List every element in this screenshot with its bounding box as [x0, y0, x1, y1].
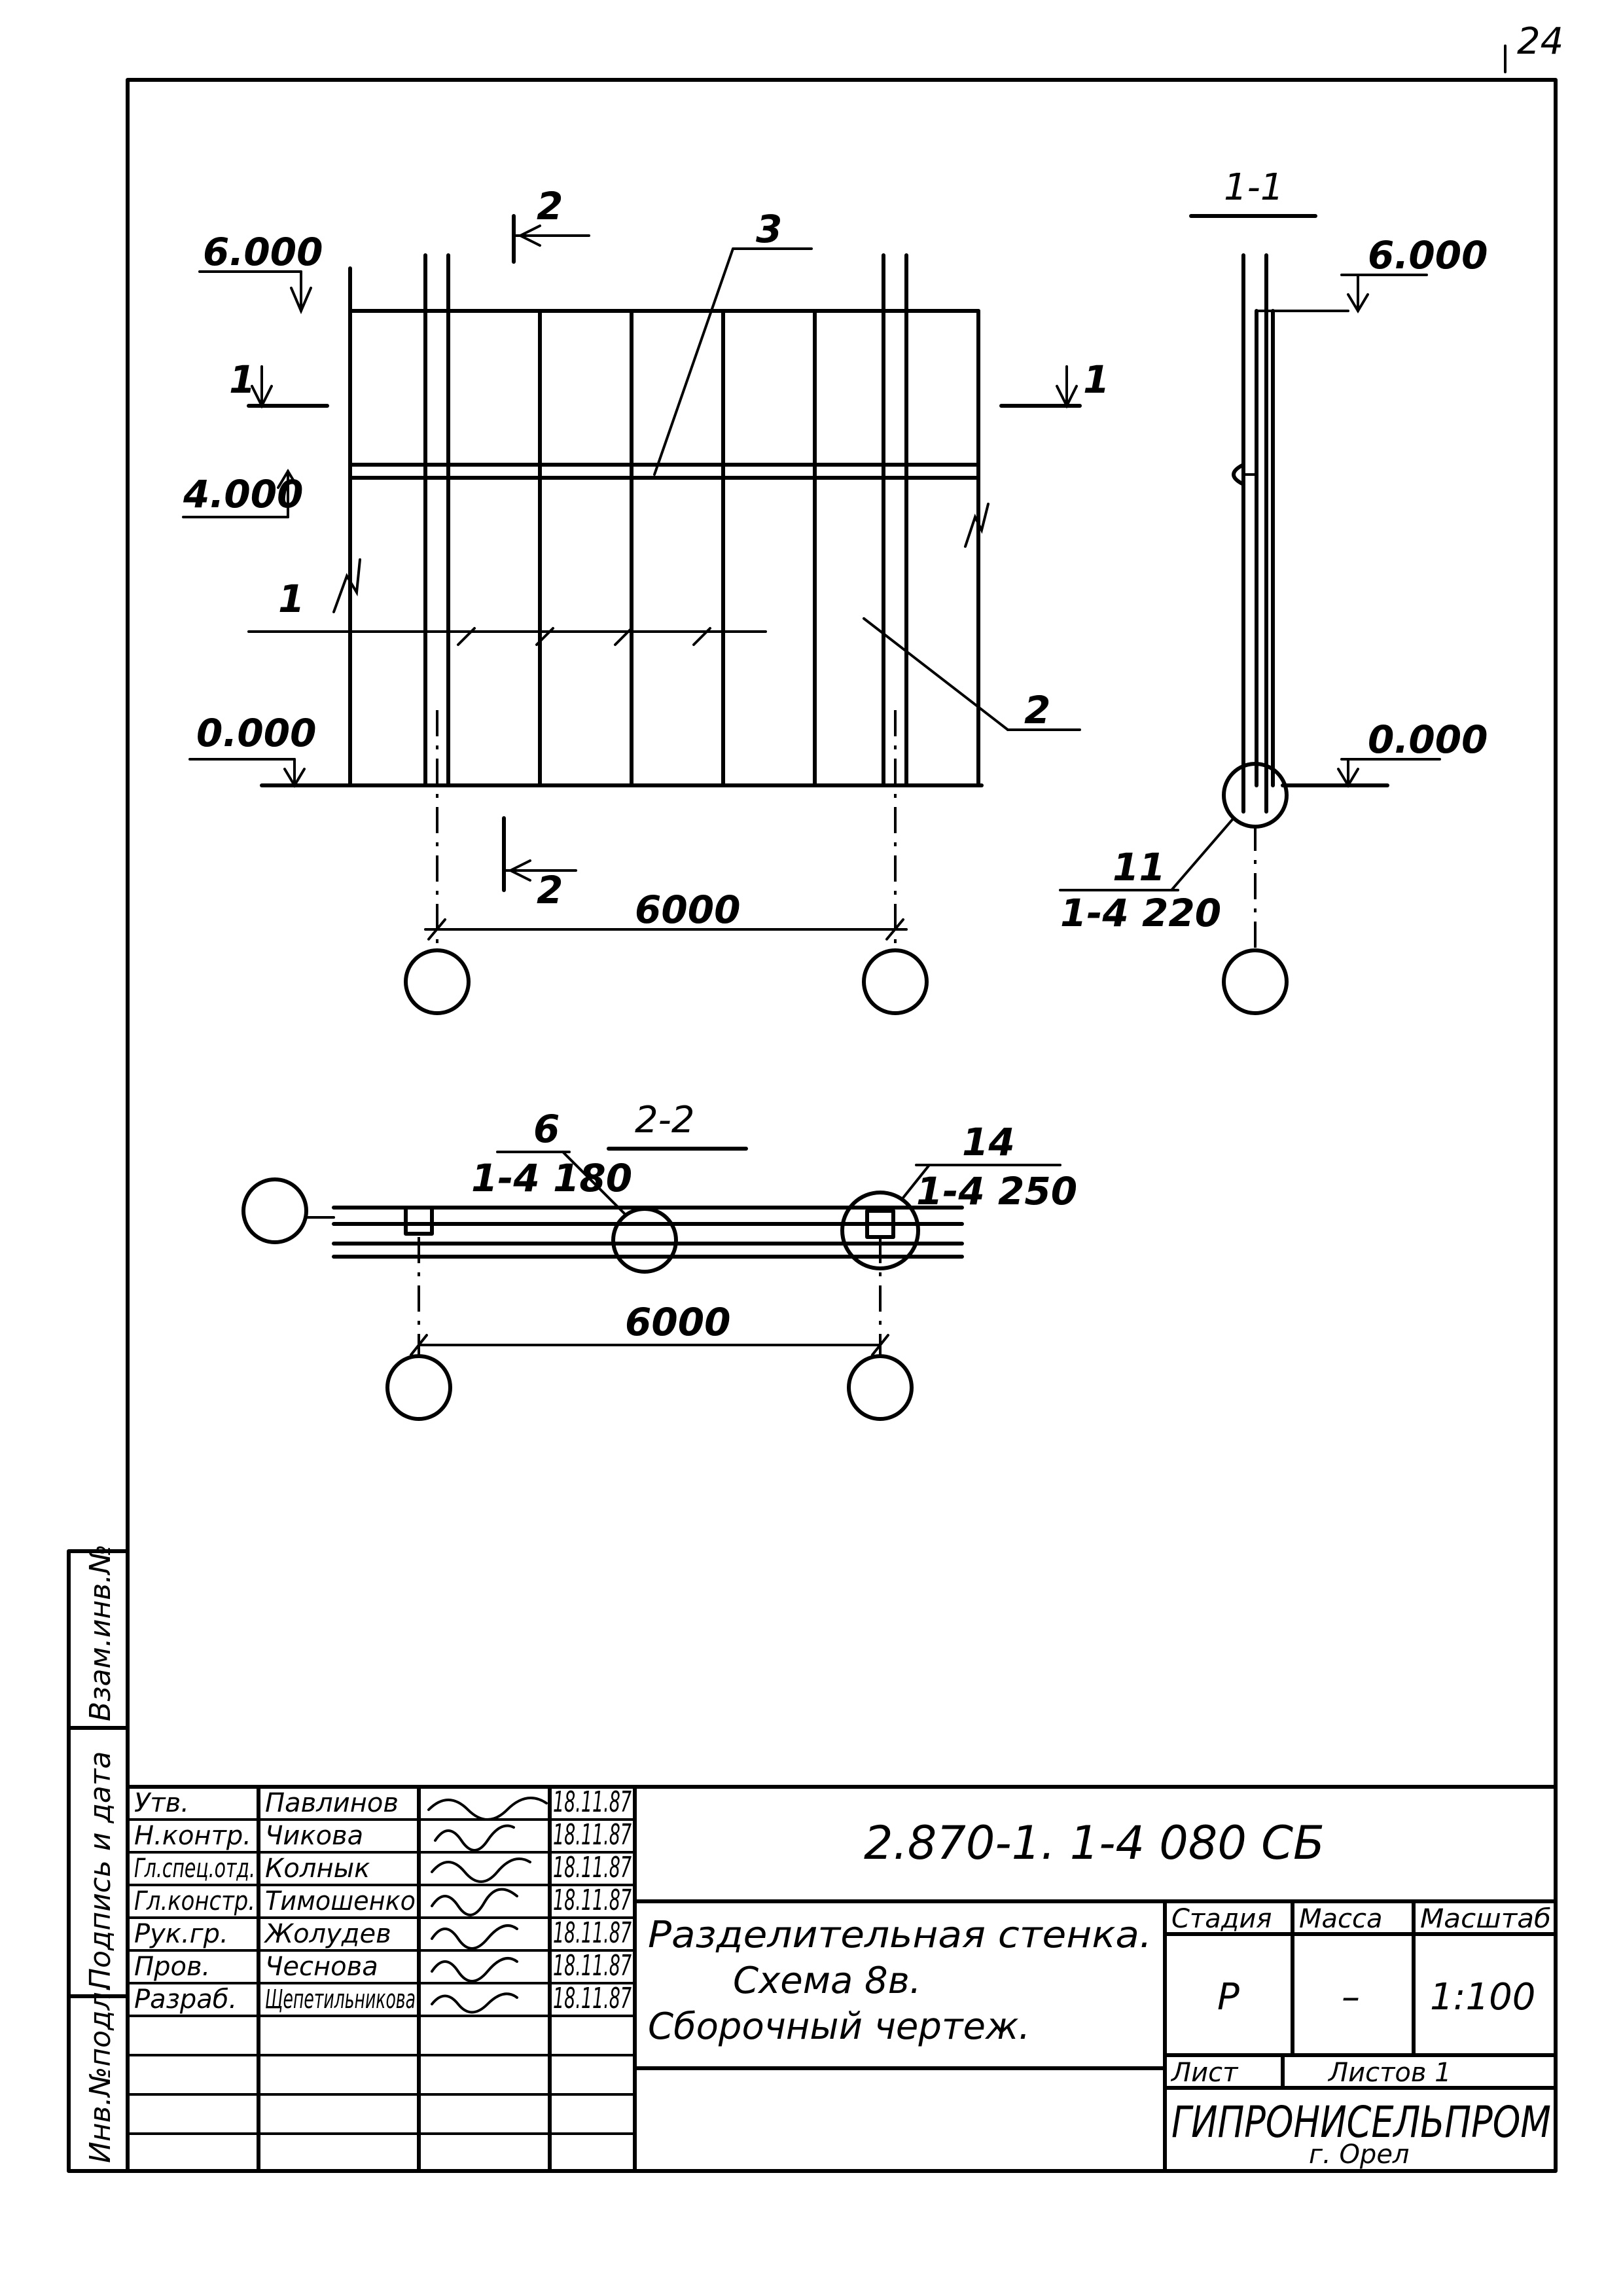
node-callout-14 — [840, 1191, 920, 1270]
tb-name-line-3: Сборочный чертеж. — [648, 2005, 1030, 2048]
node-6-number: 6 — [533, 1107, 560, 1151]
tb-role-1: Н.контр. — [134, 1821, 251, 1851]
elevation-level-marks: 6.000 4.000 0.000 — [182, 230, 323, 788]
column-section-left — [404, 1206, 434, 1236]
position-leaders: 1 2 3 — [278, 207, 1081, 732]
section-2-2-span: 6000 — [625, 1300, 730, 1344]
tb-name-2: Колнык — [265, 1854, 370, 1884]
section-1-1-level-bottom: 0.000 — [1368, 717, 1488, 762]
section-markers: 1 1 2 2 — [229, 184, 1109, 912]
node-11-ref: 1-4 220 — [1060, 891, 1221, 935]
tb-name-5: Чеснова — [265, 1952, 378, 1982]
tb-name-4: Жолудев — [263, 1919, 391, 1949]
tb-stage: Р — [1217, 1976, 1240, 2018]
section-mark-2-bottom: 2 — [537, 868, 563, 912]
tb-date-2: 18.11.87 — [553, 1851, 632, 1884]
node-callout-6 — [611, 1207, 678, 1274]
axis-bubble-section-1-1 — [1222, 948, 1289, 1015]
tb-name-6: Щепетильникова — [265, 1984, 416, 2015]
axis-bubble-left — [404, 948, 471, 1015]
tb-name-1: Чикова — [265, 1821, 363, 1851]
side-stamp-replace: Взам.инв.№ — [84, 1544, 117, 1721]
section-mark-1-left: 1 — [229, 357, 255, 402]
section-1-1: 1-1 6.000 0.000 11 1-4 220 — [1059, 166, 1488, 1015]
tb-name-line-2: Схема 8в. — [733, 1960, 921, 2002]
axis-bubble-2-2-bottom-left — [385, 1354, 452, 1421]
tb-col-scale: Масштаб — [1420, 1904, 1551, 1934]
section-2-2: 2-2 6 1-4 180 14 1-4 250 6000 — [241, 1099, 1077, 1421]
tb-sheets-label: Листов 1 — [1327, 2058, 1452, 2088]
tb-role-4: Рук.гр. — [134, 1919, 228, 1949]
tb-role-6: Разраб. — [134, 1984, 237, 2015]
position-label-1: 1 — [278, 577, 304, 621]
tb-city: г. Орел — [1309, 2140, 1410, 2170]
side-stamp: Взам.инв.№ Подпись и дата Инв.№подл. — [67, 1544, 130, 2173]
sheet-number: 24 — [1517, 20, 1563, 63]
drawing-frame — [126, 78, 1558, 2173]
tb-name-0: Павлинов — [265, 1788, 399, 1818]
position-label-3: 3 — [756, 207, 782, 251]
node-6-ref: 1-4 180 — [471, 1156, 632, 1200]
tb-col-mass: Масса — [1299, 1904, 1383, 1934]
elevation-span: 6000 — [635, 888, 740, 932]
tb-mass: – — [1342, 1976, 1360, 2018]
tb-date-5: 18.11.87 — [553, 1949, 632, 1982]
tb-date-6: 18.11.87 — [553, 1982, 632, 2015]
tb-organization: ГИПРОНИСЕЛЬПРОМ — [1171, 2097, 1551, 2147]
level-mid: 4.000 — [183, 472, 303, 516]
axis-bubble-2-2-left — [241, 1177, 308, 1244]
tb-date-0: 18.11.87 — [553, 1785, 632, 1819]
section-2-2-title: 2-2 — [635, 1099, 694, 1141]
tb-sheet-label: Лист — [1170, 2058, 1239, 2088]
tb-role-5: Пров. — [134, 1952, 210, 1982]
level-top: 6.000 — [203, 230, 323, 274]
section-1-1-level-top: 6.000 — [1368, 233, 1488, 278]
axis-bubble-2-2-bottom-right — [847, 1354, 914, 1421]
axis-bubble-right — [862, 948, 929, 1015]
tb-role-3: Гл.констр. — [134, 1886, 255, 1916]
tb-date-4: 18.11.87 — [553, 1916, 632, 1950]
level-bottom: 0.000 — [196, 711, 316, 755]
side-stamp-sign: Подпись и дата — [84, 1751, 117, 1990]
node-14-number: 14 — [962, 1120, 1015, 1164]
node-14-ref: 1-4 250 — [916, 1169, 1077, 1213]
tb-date-1: 18.11.87 — [553, 1818, 632, 1852]
tb-name-3: Тимошенко — [265, 1886, 416, 1916]
wall-elevation: 6000 — [247, 253, 990, 1015]
section-mark-1-right: 1 — [1083, 357, 1109, 402]
position-label-2: 2 — [1024, 688, 1050, 732]
tb-designation: 2.870-1. 1-4 080 СБ — [864, 1816, 1325, 1870]
side-stamp-inv: Инв.№подл. — [84, 1982, 117, 2163]
section-mark-2-top: 2 — [537, 184, 563, 228]
tb-scale: 1:100 — [1430, 1976, 1535, 2018]
section-1-1-title: 1-1 — [1224, 166, 1283, 209]
tb-role-0: Утв. — [134, 1788, 189, 1818]
tb-name-line-1: Разделительная стенка. — [648, 1914, 1152, 1956]
tb-date-3: 18.11.87 — [553, 1884, 632, 1917]
title-block: Утв. Павлинов 18.11.87 Н.контр. Чикова 1… — [126, 1785, 1558, 2173]
node-11-number: 11 — [1113, 845, 1166, 889]
tb-role-2: Гл.спец.отд. — [134, 1854, 255, 1884]
tb-col-stage: Стадия — [1171, 1904, 1272, 1934]
